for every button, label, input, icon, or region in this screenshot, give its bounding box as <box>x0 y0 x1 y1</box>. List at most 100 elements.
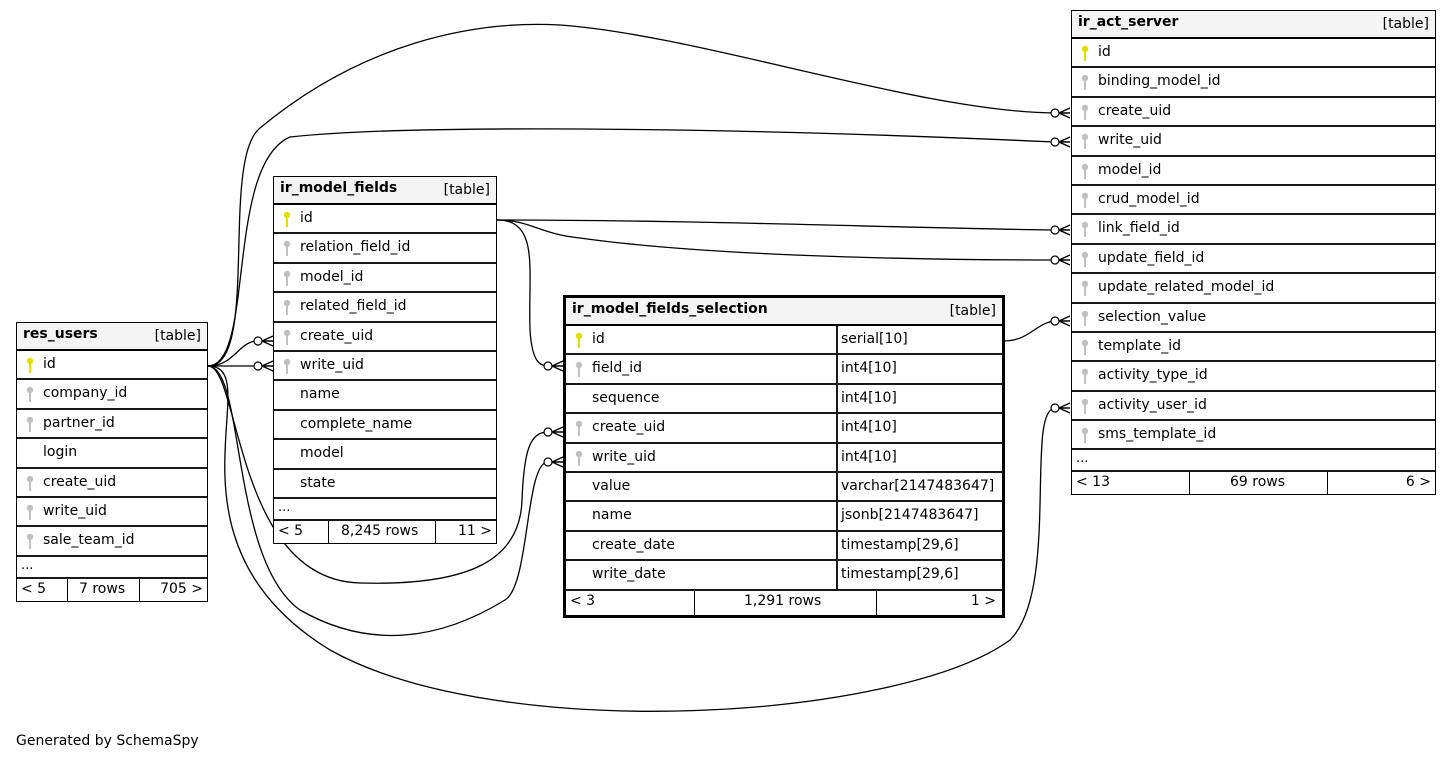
column-row[interactable]: id <box>1072 39 1435 69</box>
column-row[interactable]: create_uid <box>17 469 207 498</box>
column-row[interactable]: name <box>274 381 496 411</box>
zero-or-many-marker <box>543 360 564 372</box>
column-row[interactable]: selection_value <box>1072 304 1435 333</box>
foreign-key-icon <box>1081 427 1089 444</box>
children-count[interactable]: 11 > <box>458 522 492 539</box>
link-imf-id-to-ias-link-field-id <box>496 219 1056 231</box>
primary-key-icon <box>283 211 291 228</box>
column-row[interactable]: write_uid <box>274 352 496 382</box>
table-footer: < 13 69 rows 6 > <box>1072 472 1435 495</box>
column-row[interactable]: create_uid <box>274 323 496 352</box>
column-row[interactable]: link_field_id <box>1072 215 1435 245</box>
column-name: update_field_id <box>1098 249 1205 266</box>
column-name: link_field_id <box>1098 220 1180 237</box>
column-row[interactable]: update_related_model_id <box>1072 274 1435 304</box>
column-row[interactable]: complete_name <box>274 411 496 441</box>
children-count[interactable]: 1 > <box>970 592 996 609</box>
column-name: id <box>43 356 56 372</box>
column-row[interactable]: name jsonb[2147483647] <box>566 502 1002 532</box>
column-row[interactable]: sale_team_id <box>17 527 207 557</box>
column-name: create_uid <box>592 419 666 436</box>
column-row[interactable]: activity_type_id <box>1072 362 1435 392</box>
table-header: ir_model_fields [table] <box>274 177 496 205</box>
table-ir-model-fields[interactable]: ir_model_fields [table] id relation_field… <box>273 176 497 544</box>
column-row[interactable]: sms_template_id <box>1072 421 1435 451</box>
column-row[interactable]: login <box>17 439 207 469</box>
column-type: int4[10] <box>841 448 897 465</box>
table-header: res_users [table] <box>17 323 207 351</box>
column-divider <box>836 384 838 415</box>
column-name: state <box>300 474 336 491</box>
column-name: create_uid <box>300 327 374 344</box>
column-row[interactable]: model_id <box>274 264 496 294</box>
column-name: model_id <box>300 268 364 285</box>
row-count: 69 rows <box>1230 474 1286 491</box>
column-name: write_uid <box>1098 132 1162 149</box>
column-row[interactable]: write_uid <box>1072 127 1435 157</box>
table-footer: < 5 8,245 rows 11 > <box>274 520 496 543</box>
foreign-key-icon <box>26 533 34 550</box>
children-count[interactable]: 705 > <box>160 580 203 597</box>
column-name: create_uid <box>1098 102 1172 119</box>
table-name: res_users <box>23 326 98 342</box>
column-row[interactable]: update_field_id <box>1072 245 1435 275</box>
foreign-key-icon <box>26 475 34 492</box>
column-name: name <box>300 386 340 403</box>
column-row[interactable]: company_id <box>17 380 207 410</box>
column-row[interactable]: activity_user_id <box>1072 392 1435 422</box>
column-row[interactable]: crud_model_id <box>1072 186 1435 216</box>
table-header: ir_model_fields_selection [table] <box>566 298 1002 326</box>
link-res-users-to-ias-activity-user-id <box>207 365 1056 712</box>
table-kind: [table] <box>443 182 490 198</box>
column-name: related_field_id <box>300 298 407 315</box>
foreign-key-icon <box>283 240 291 257</box>
link-res-users-to-ias-write-uid <box>207 128 1056 367</box>
column-name: sms_template_id <box>1098 426 1217 443</box>
column-row[interactable]: state <box>274 470 496 499</box>
row-count: 8,245 rows <box>341 522 419 539</box>
column-row[interactable]: relation_field_id <box>274 234 496 264</box>
column-row[interactable]: id <box>17 351 207 381</box>
column-row[interactable]: related_field_id <box>274 293 496 323</box>
more-columns: ... <box>274 499 496 521</box>
column-row[interactable]: partner_id <box>17 410 207 440</box>
parents-count[interactable]: < 5 <box>21 580 47 597</box>
children-count[interactable]: 6 > <box>1405 474 1431 491</box>
zero-or-many-marker <box>543 426 564 438</box>
column-row[interactable]: template_id <box>1072 333 1435 363</box>
parents-count[interactable]: < 13 <box>1076 474 1110 491</box>
column-type: jsonb[2147483647] <box>841 507 979 524</box>
link-res-users-to-imfs-create-uid <box>207 365 549 584</box>
column-type: int4[10] <box>841 389 897 406</box>
column-row[interactable]: binding_model_id <box>1072 68 1435 98</box>
column-row[interactable]: id <box>274 205 496 235</box>
column-name: relation_field_id <box>300 239 411 256</box>
column-name: name <box>592 507 632 524</box>
column-type: timestamp[29,6] <box>841 566 959 583</box>
column-row[interactable]: write_uid <box>17 498 207 528</box>
column-row[interactable]: model_id <box>1072 157 1435 186</box>
column-row[interactable]: create_uid <box>1072 98 1435 128</box>
foreign-key-icon <box>1081 104 1089 121</box>
column-name: complete_name <box>300 415 413 432</box>
column-row[interactable]: model <box>274 440 496 470</box>
column-divider <box>836 531 838 562</box>
foreign-key-icon <box>283 358 291 375</box>
parents-count[interactable]: < 5 <box>278 522 304 539</box>
foreign-key-icon <box>1081 251 1089 268</box>
table-kind: [table] <box>1382 16 1429 32</box>
column-name: crud_model_id <box>1098 190 1200 207</box>
column-name: template_id <box>1098 337 1181 354</box>
parents-count[interactable]: < 3 <box>570 592 596 609</box>
